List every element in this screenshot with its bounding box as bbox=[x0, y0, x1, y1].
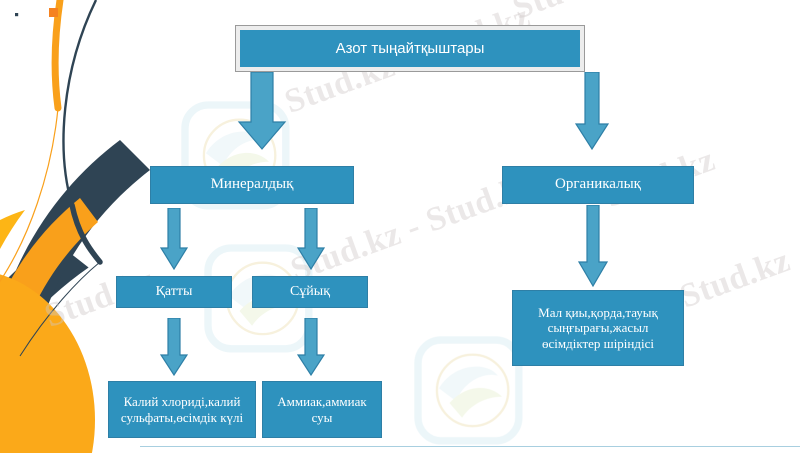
node-solid-examples-label: Калий хлориді,калий сульфаты,өсімдік күл… bbox=[120, 394, 244, 425]
node-organic-label: Органикалық bbox=[555, 176, 641, 193]
arrow-organic-to-examples bbox=[578, 205, 608, 287]
orange-disc-shape bbox=[0, 210, 25, 250]
orange-blob-shape bbox=[0, 274, 95, 453]
watermark-logo bbox=[414, 336, 523, 445]
orange-thin-arc bbox=[0, 107, 59, 283]
node-liquid-examples-label: Аммиак,аммиак суы bbox=[277, 394, 367, 425]
orange-square-mark bbox=[49, 8, 58, 17]
arrow-title-to-organic bbox=[575, 72, 609, 150]
node-mineral[interactable]: Минералдық bbox=[150, 166, 354, 204]
arrow-mineral-to-solid bbox=[160, 208, 188, 270]
node-liquid[interactable]: Сұйық bbox=[252, 276, 368, 308]
node-title-box[interactable]: Азот тыңайтқыштары bbox=[235, 25, 585, 72]
node-liquid-examples[interactable]: Аммиак,аммиак суы bbox=[262, 381, 382, 438]
navy-thin-arc bbox=[62, 0, 98, 206]
navy-crescent-shape bbox=[0, 240, 89, 359]
arrow-mineral-to-liquid bbox=[297, 208, 325, 270]
navy-dot-mark bbox=[15, 13, 19, 17]
node-solid-examples[interactable]: Калий хлориді,калий сульфаты,өсімдік күл… bbox=[108, 381, 256, 438]
node-solid[interactable]: Қатты bbox=[116, 276, 232, 308]
node-solid-label: Қатты bbox=[155, 283, 193, 299]
orange-crescent-shape bbox=[0, 198, 98, 453]
bottom-divider-rule bbox=[140, 446, 800, 447]
watermark-text: Stud.kz - Stud.kz bbox=[508, 0, 763, 28]
arrow-title-to-mineral bbox=[237, 72, 287, 150]
node-organic-examples-label: Мал қиы,қорда,тауық сыңғырағы,жасыл өсім… bbox=[538, 305, 658, 351]
navy-thin-arc-lower bbox=[69, 202, 103, 265]
node-mineral-label: Минералдық bbox=[210, 176, 294, 193]
node-organic[interactable]: Органикалық bbox=[502, 166, 694, 204]
node-title-label: Азот тыңайтқыштары bbox=[335, 39, 485, 57]
node-organic-examples[interactable]: Мал қиы,қорда,тауық сыңғырағы,жасыл өсім… bbox=[512, 290, 684, 366]
orange-thick-arc bbox=[51, 0, 64, 112]
arrow-solid-to-examples bbox=[160, 318, 188, 376]
navy-hairline-arc bbox=[19, 261, 101, 357]
arrow-liquid-to-examples bbox=[297, 318, 325, 376]
node-liquid-label: Сұйық bbox=[289, 283, 331, 299]
